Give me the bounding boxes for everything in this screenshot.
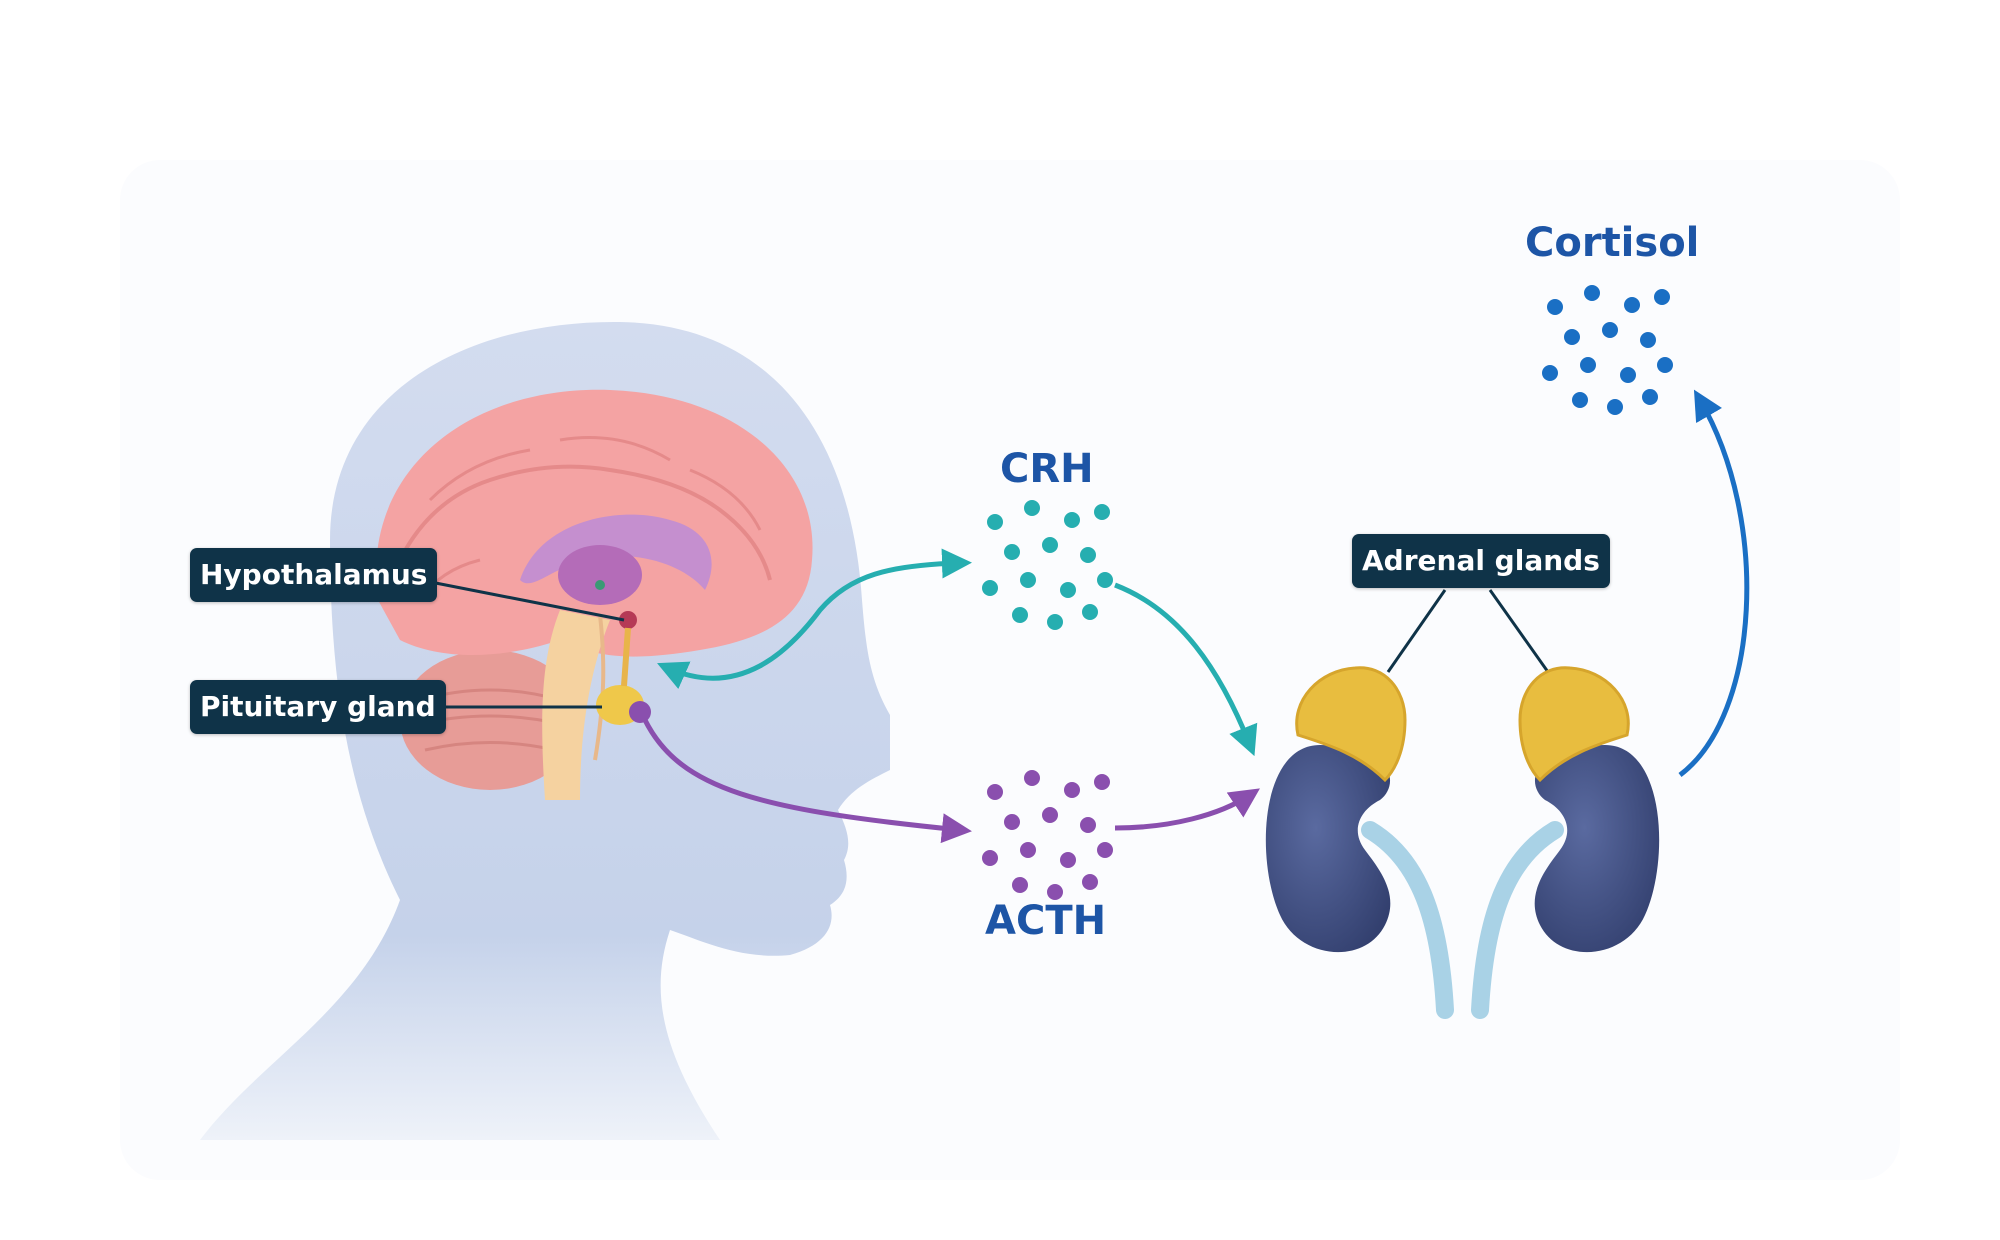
cortisol-molecule xyxy=(1580,357,1596,373)
adrenal-pointer-left xyxy=(1386,589,1447,673)
crh-molecule xyxy=(1012,607,1028,623)
cortisol-molecule xyxy=(1602,322,1618,338)
crh-hormone-label: CRH xyxy=(1000,446,1094,492)
cortisol-particles xyxy=(1542,285,1673,415)
crh-molecule xyxy=(1024,500,1040,516)
acth-particles xyxy=(982,770,1113,900)
acth-molecule xyxy=(1064,782,1080,798)
acth-molecule xyxy=(987,784,1003,800)
crh-molecule xyxy=(1082,604,1098,620)
cortisol-molecule xyxy=(1564,329,1580,345)
crh-molecule xyxy=(1042,537,1058,553)
hypothalamus-label: Hypothalamus xyxy=(190,548,438,602)
cortisol-molecule xyxy=(1654,289,1670,305)
crh-molecule xyxy=(982,580,998,596)
crh-molecule xyxy=(1097,572,1113,588)
crh-molecule xyxy=(1080,547,1096,563)
acth-molecule xyxy=(1042,807,1058,823)
acth-hormone-label: ACTH xyxy=(985,898,1107,944)
cortisol-molecule xyxy=(1620,367,1636,383)
kidney-pair-illustration xyxy=(1265,666,1660,1019)
cortisol-molecule xyxy=(1584,285,1600,301)
acth-molecule xyxy=(1060,852,1076,868)
acth-to-adrenal-arrow xyxy=(1114,788,1260,831)
crh-molecule xyxy=(1094,504,1110,520)
cortisol-molecule xyxy=(1657,357,1673,373)
cortisol-molecule xyxy=(1607,399,1623,415)
crh-molecule xyxy=(1020,572,1036,588)
cortisol-release-arrow xyxy=(1678,389,1750,777)
acth-molecule xyxy=(1097,842,1113,858)
cortisol-molecule xyxy=(1547,299,1563,315)
cortisol-hormone-label: Cortisol xyxy=(1525,220,1700,266)
crh-molecule xyxy=(1064,512,1080,528)
acth-molecule xyxy=(982,850,998,866)
cortisol-molecule xyxy=(1640,332,1656,348)
cortisol-molecule xyxy=(1624,297,1640,313)
acth-molecule xyxy=(1024,770,1040,786)
crh-molecule xyxy=(1047,614,1063,630)
acth-molecule xyxy=(1082,874,1098,890)
acth-molecule xyxy=(1080,817,1096,833)
acth-molecule xyxy=(1047,884,1063,900)
acth-molecule xyxy=(1094,774,1110,790)
cortisol-molecule xyxy=(1572,392,1588,408)
crh-molecule xyxy=(1004,544,1020,560)
crh-molecule xyxy=(987,514,1003,530)
acth-molecule xyxy=(1004,814,1020,830)
cortisol-molecule xyxy=(1642,389,1658,405)
adrenal-glands-label: Adrenal glands xyxy=(1352,534,1610,588)
crh-release-arrow xyxy=(657,548,972,690)
crh-molecule xyxy=(1060,582,1076,598)
acth-molecule xyxy=(1012,877,1028,893)
crh-particles xyxy=(982,500,1113,630)
adrenal-pointer-right xyxy=(1488,589,1550,673)
crh-to-adrenal-arrow xyxy=(1114,582,1258,757)
hypothalamus-pointer xyxy=(399,574,625,622)
pituitary-release-dot xyxy=(629,701,651,723)
pituitary-gland-label: Pituitary gland xyxy=(190,680,446,734)
cortisol-molecule xyxy=(1542,365,1558,381)
acth-release-arrow xyxy=(642,718,972,844)
acth-molecule xyxy=(1020,842,1036,858)
